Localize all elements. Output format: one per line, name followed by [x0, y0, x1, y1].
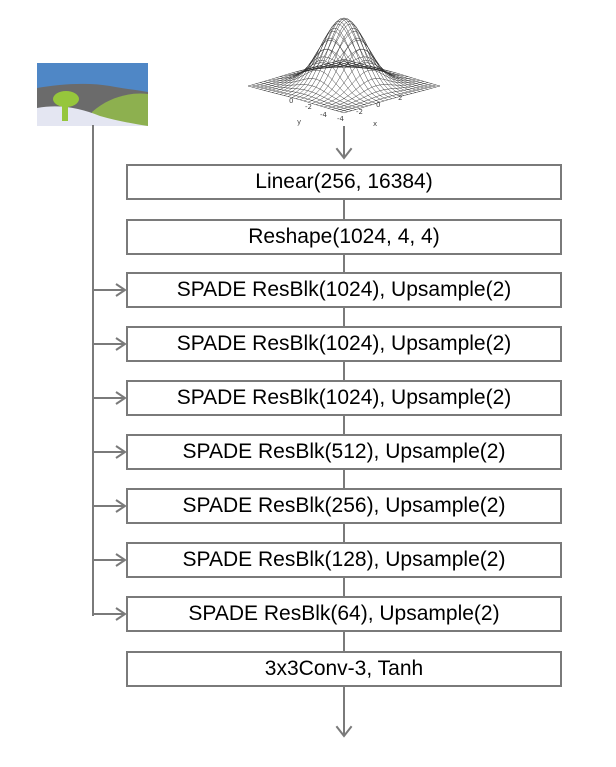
segmentation-map-icon — [37, 63, 148, 126]
segmentation-input-arrowhead — [115, 337, 127, 351]
noise-plot-tick: -2 — [305, 103, 312, 111]
noise-plot-tick: -2 — [356, 108, 363, 116]
gaussian-mesh-line — [287, 23, 385, 97]
block-linear: Linear(256, 16384) — [126, 164, 562, 200]
gaussian-mesh-line — [343, 58, 441, 87]
block-spade-resblk-3: SPADE ResBlk(1024), Upsample(2) — [126, 380, 562, 416]
noise-plot-tick: 2 — [398, 94, 402, 102]
gaussian-mesh-line — [307, 37, 405, 103]
gaussian-mesh-line — [295, 17, 393, 99]
block-spade-resblk-2: SPADE ResBlk(1024), Upsample(2) — [126, 326, 562, 362]
segmentation-input-arrowhead — [115, 445, 127, 459]
block-spade-resblk-1: SPADE ResBlk(1024), Upsample(2) — [126, 272, 562, 308]
gaussian-mesh-line — [303, 23, 401, 97]
segmentation-input-arrowhead — [115, 283, 127, 297]
gaussian-mesh-line — [339, 84, 437, 112]
noise-plot-tick: -4 — [337, 115, 345, 123]
noise-input-arrowhead — [335, 147, 353, 160]
segmentation-input-arrowhead — [115, 607, 127, 621]
noise-plot-axis-label: x — [373, 120, 377, 128]
gaussian-mesh-line — [247, 85, 345, 114]
segmentation-input-arrowhead — [115, 499, 127, 513]
gaussian-surface-plot-icon: 0 -2 -4 -4 -2 0 2 y x — [247, 17, 441, 128]
gaussian-mesh-line — [335, 83, 433, 111]
gaussian-mesh-line — [247, 58, 345, 87]
block-spade-resblk-4: SPADE ResBlk(512), Upsample(2) — [126, 434, 562, 470]
block-conv-tanh: 3x3Conv-3, Tanh — [126, 651, 562, 687]
gaussian-mesh-line — [343, 85, 441, 114]
output-arrowhead — [335, 725, 353, 738]
noise-plot-tick: 0 — [289, 97, 293, 105]
noise-plot-axis-label: y — [297, 118, 301, 126]
gaussian-mesh-line — [295, 17, 393, 99]
block-spade-resblk-5: SPADE ResBlk(256), Upsample(2) — [126, 488, 562, 524]
gaussian-mesh-line — [267, 78, 365, 108]
gaussian-mesh-line — [283, 37, 381, 103]
gaussian-mesh-line — [323, 78, 421, 108]
gaussian-mesh-line — [263, 81, 361, 109]
noise-plot-tick: 0 — [376, 101, 380, 109]
segmentation-input-arrowhead — [115, 391, 127, 405]
gaussian-mesh-line — [259, 82, 357, 110]
gaussian-mesh-line — [251, 84, 349, 112]
block-reshape: Reshape(1024, 4, 4) — [126, 219, 562, 255]
block-spade-resblk-6: SPADE ResBlk(128), Upsample(2) — [126, 542, 562, 578]
segmentation-input-arrowhead — [115, 553, 127, 567]
gaussian-mesh-line — [331, 82, 429, 110]
gaussian-mesh-line — [255, 83, 353, 111]
block-spade-resblk-7: SPADE ResBlk(64), Upsample(2) — [126, 596, 562, 632]
noise-plot-tick: -4 — [320, 111, 328, 119]
